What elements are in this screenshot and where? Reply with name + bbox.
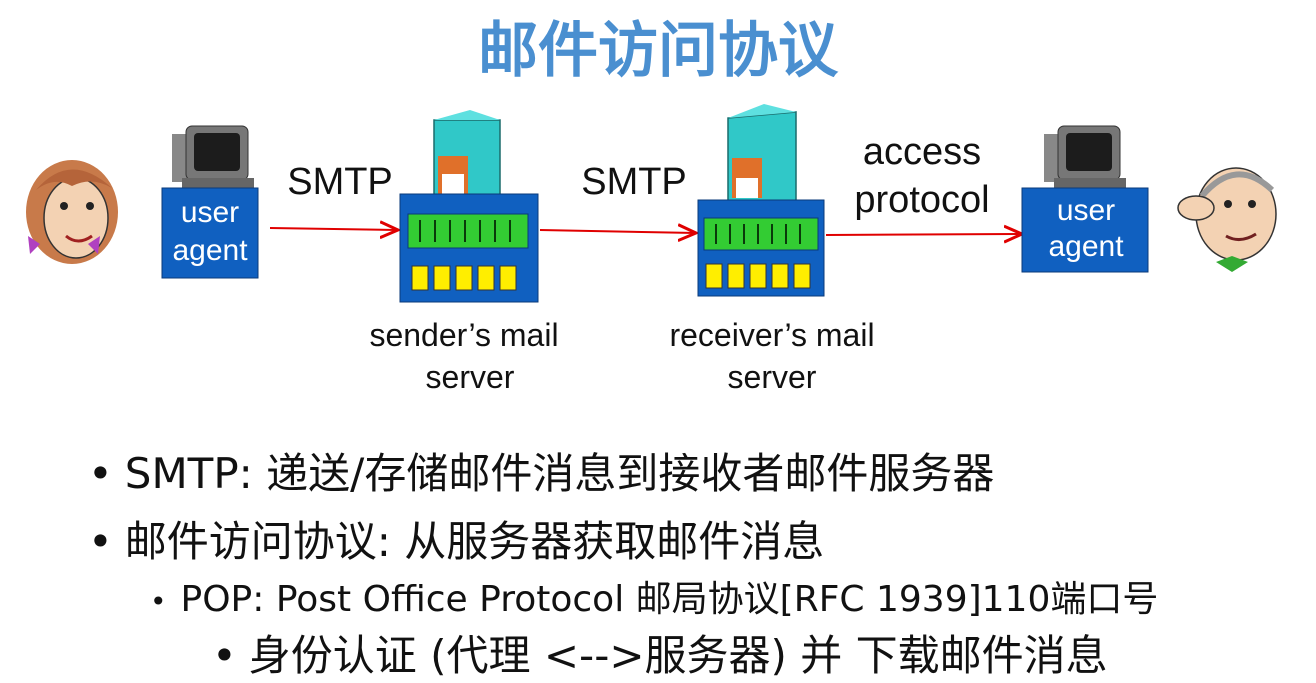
man-face-icon: [1177, 167, 1277, 272]
access-protocol-arrow: [825, 234, 1022, 235]
bullet-dot: •: [212, 631, 237, 680]
bullet-text: 身份认证 (代理 <-->服务器) 并 下载邮件消息: [248, 631, 1108, 680]
bullet-auth: •身份认证 (代理 <-->服务器) 并 下载邮件消息: [212, 622, 1108, 683]
smtp-label-1: SMTP: [287, 161, 393, 203]
sender-mail-server: [399, 110, 539, 303]
bullet-text: SMTP: 递送/存储邮件消息到接收者邮件服务器: [124, 449, 995, 498]
receiver-server-label-1: receiver’s mail: [669, 317, 874, 353]
bullet-dot: •: [88, 517, 113, 566]
access-label-1: access: [863, 131, 981, 173]
bullet-dot: •: [150, 585, 167, 618]
right-agent-line2: agent: [1048, 230, 1124, 263]
bullet-text: 邮件访问协议: 从服务器获取邮件消息: [124, 517, 825, 566]
smtp-label-2: SMTP: [581, 161, 687, 203]
computer-icon: [172, 125, 254, 190]
right-user-agent: user agent: [1021, 187, 1149, 273]
left-user-agent: user agent: [161, 187, 259, 279]
receiver-mail-server: [697, 104, 825, 297]
left-agent-line1: user: [181, 196, 239, 229]
smtp-arrow-2: [539, 230, 696, 233]
smtp-arrow-1: [269, 228, 398, 230]
computer-icon: [1044, 125, 1126, 190]
sender-server-label-1: sender’s mail: [369, 317, 558, 353]
woman-face-icon: [26, 160, 118, 264]
mail-flow-diagram: user agent SMTP sender’s mail server SMT…: [26, 104, 1277, 395]
bullet-text: POP: Post Office Protocol 邮局协议[RFC 1939]…: [180, 579, 1159, 620]
left-agent-line2: agent: [172, 234, 248, 267]
receiver-server-label-2: server: [728, 359, 817, 395]
page-title: 邮件访问协议: [478, 16, 838, 86]
bullet-dot: •: [88, 449, 113, 498]
bullet-access-protocol: •邮件访问协议: 从服务器获取邮件消息: [88, 508, 824, 569]
bullet-pop: • POP: Post Office Protocol 邮局协议[RFC 1939…: [150, 570, 1158, 622]
sender-server-label-2: server: [426, 359, 515, 395]
access-label-2: protocol: [854, 179, 989, 221]
right-agent-line1: user: [1057, 194, 1115, 227]
bullet-smtp: •SMTP: 递送/存储邮件消息到接收者邮件服务器: [88, 440, 994, 501]
